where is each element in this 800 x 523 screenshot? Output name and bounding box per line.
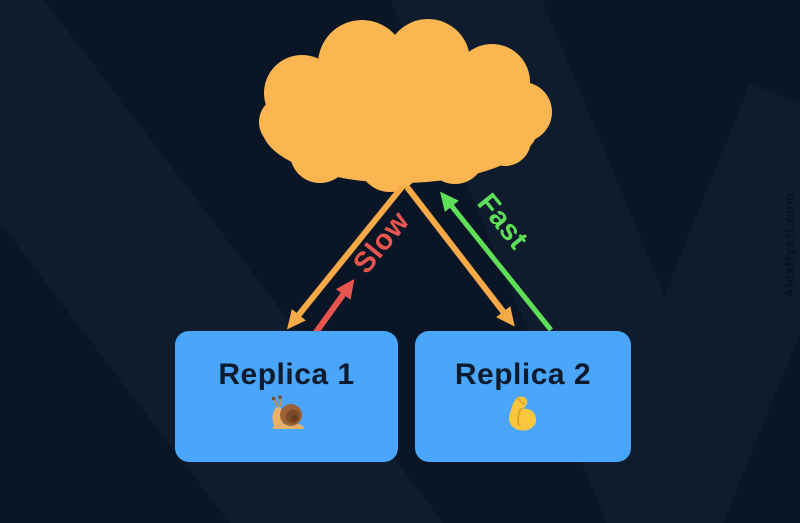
snail-emoji (271, 394, 304, 429)
edge-replica1-to-cloud-slow (311, 279, 355, 337)
replica-1-label: Replica 1 (218, 357, 355, 391)
cloud-icon (259, 19, 552, 192)
flexed-biceps-emoji (509, 396, 537, 431)
replica-2-node: Replica 2 (415, 331, 631, 462)
edge-cloud-to-replica1 (286, 185, 405, 330)
replica-1-node: Replica 1 (175, 331, 398, 462)
edge-cloud-to-replica2 (404, 185, 515, 327)
edge-replica2-to-cloud-fast (439, 191, 553, 332)
replica-2-label: Replica 2 (454, 357, 592, 391)
